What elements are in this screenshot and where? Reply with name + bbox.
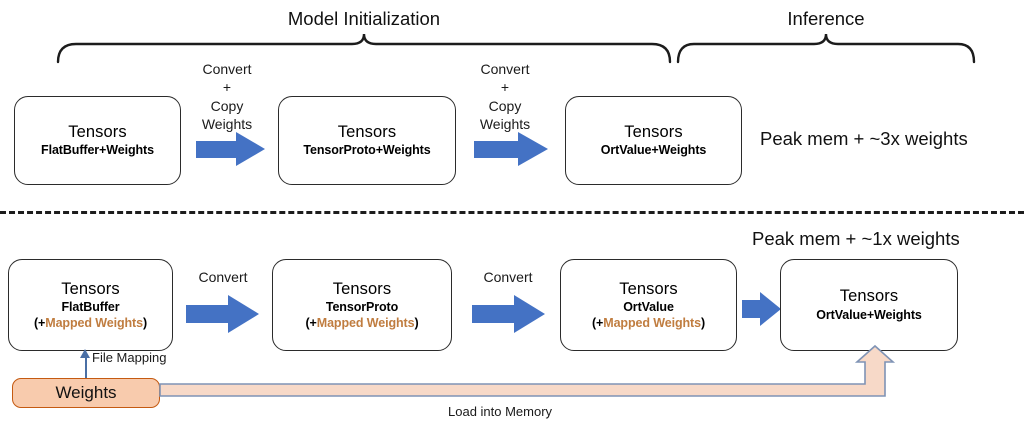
top-box-flatbuffer[interactable]: Tensors FlatBuffer+Weights bbox=[14, 96, 181, 185]
paren-close: ) bbox=[700, 315, 706, 330]
weights-label: Weights bbox=[55, 383, 117, 402]
bottom-block-arrow-2 bbox=[472, 295, 548, 333]
bottom-block-arrow-3 bbox=[742, 292, 782, 326]
brace-label-inference: Inference bbox=[787, 8, 865, 29]
box-title: Tensors bbox=[337, 122, 397, 141]
mapped-weights-text: Mapped Weights bbox=[45, 315, 143, 330]
mapped-weights-text: Mapped Weights bbox=[316, 315, 415, 330]
box-title: Tensors bbox=[61, 279, 120, 298]
box-subtitle: TensorProto bbox=[325, 299, 399, 314]
box-subtitle: FlatBuffer bbox=[61, 299, 120, 314]
box-subtitle: TensorProto+Weights bbox=[303, 143, 431, 158]
file-mapping-arrowhead bbox=[80, 349, 90, 358]
top-box-ortvalue[interactable]: Tensors OrtValue+Weights bbox=[565, 96, 742, 185]
bottom-box-ortvalue-mapped[interactable]: Tensors OrtValue (+Mapped Weights) bbox=[560, 259, 737, 351]
box-mapped-weights-note: (+Mapped Weights) bbox=[305, 316, 418, 331]
mapped-weights-text: Mapped Weights bbox=[603, 315, 701, 330]
bottom-peak-mem-label: Peak mem + ~1x weights bbox=[752, 228, 960, 249]
top-braces bbox=[56, 33, 976, 64]
box-title: Tensors bbox=[332, 279, 392, 298]
bottom-arrow-label-2: Convert bbox=[483, 269, 533, 285]
box-subtitle: OrtValue+Weights bbox=[816, 307, 922, 322]
paren-close: ) bbox=[414, 315, 419, 330]
box-title: Tensors bbox=[839, 287, 899, 306]
bottom-box-ortvalue-weights[interactable]: Tensors OrtValue+Weights bbox=[780, 259, 958, 351]
paren-close: ) bbox=[142, 315, 148, 330]
box-title: Tensors bbox=[619, 279, 678, 298]
paren-open: (+ bbox=[33, 315, 46, 330]
load-into-memory-label: Load into Memory bbox=[448, 404, 553, 419]
bottom-box-flatbuffer[interactable]: Tensors FlatBuffer (+Mapped Weights) bbox=[8, 259, 173, 351]
top-peak-mem-label: Peak mem + ~3x weights bbox=[760, 128, 968, 149]
paren-open: (+ bbox=[305, 315, 317, 330]
box-title: Tensors bbox=[624, 122, 683, 141]
box-subtitle: OrtValue+Weights bbox=[600, 143, 707, 158]
bottom-arrow-label-1: Convert bbox=[198, 269, 248, 285]
box-title: Tensors bbox=[68, 122, 127, 141]
box-subtitle: FlatBuffer+Weights bbox=[41, 143, 154, 158]
load-into-memory-arrow bbox=[159, 344, 896, 397]
box-mapped-weights-note: (+Mapped Weights) bbox=[592, 316, 705, 331]
paren-open: (+ bbox=[591, 315, 604, 330]
file-mapping-line bbox=[85, 356, 87, 380]
brace-label-model-initialization: Model Initialization bbox=[287, 8, 441, 29]
box-subtitle: OrtValue bbox=[623, 299, 674, 314]
box-mapped-weights-note: (+Mapped Weights) bbox=[34, 316, 147, 331]
top-block-arrow-2 bbox=[474, 132, 550, 167]
bottom-box-tensorproto[interactable]: Tensors TensorProto (+Mapped Weights) bbox=[272, 259, 452, 351]
file-mapping-label: File Mapping bbox=[92, 350, 167, 365]
top-arrow-label-1: Convert + Copy Weights bbox=[201, 61, 253, 133]
weights-source-box[interactable]: Weights bbox=[12, 378, 160, 408]
top-block-arrow-1 bbox=[196, 132, 266, 167]
section-divider bbox=[0, 211, 1024, 214]
top-box-tensorproto[interactable]: Tensors TensorProto+Weights bbox=[278, 96, 456, 185]
bottom-block-arrow-1 bbox=[186, 295, 262, 333]
top-arrow-label-2: Convert + Copy Weights bbox=[479, 61, 531, 133]
